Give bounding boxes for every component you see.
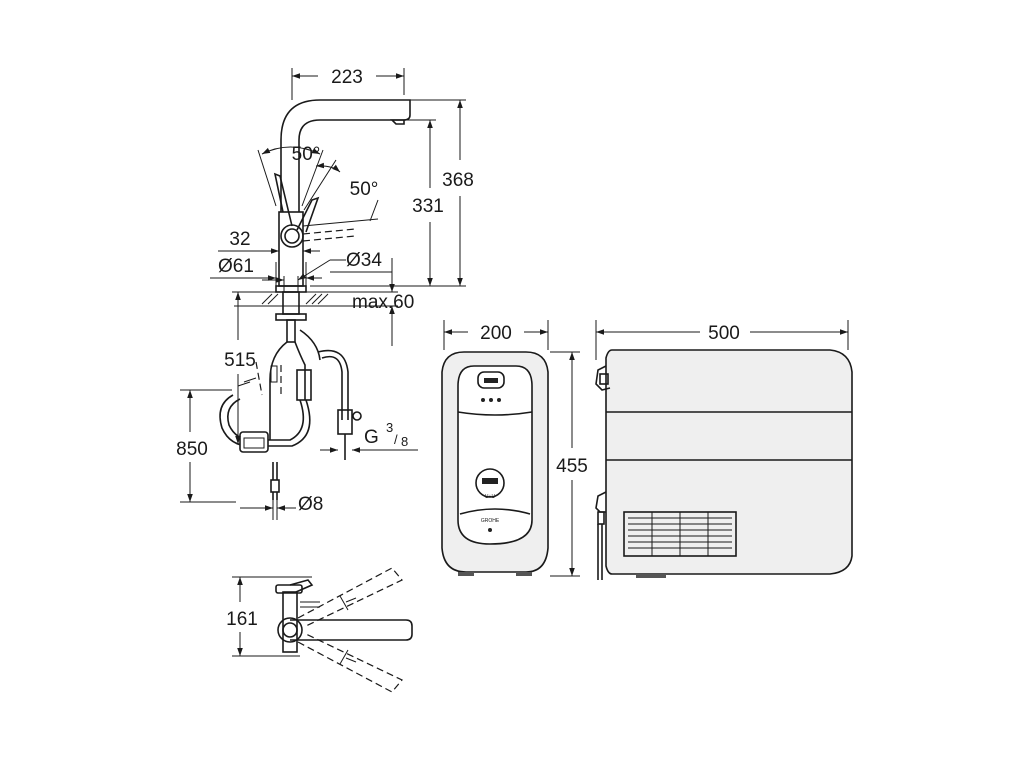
dim-8-label: Ø8 [298, 494, 323, 515]
dim-500-label: 500 [708, 323, 740, 344]
thread-slash: / [394, 432, 398, 447]
vent-grille [628, 512, 732, 556]
thread-numerator: 3 [386, 420, 393, 435]
dim-850: 850 [176, 389, 236, 503]
dim-mount-hole: Ø34 [262, 250, 392, 292]
faucet-side-view [219, 99, 411, 500]
dim-deck-thickness: max.60 [346, 258, 414, 346]
dim-850-label: 850 [176, 439, 208, 460]
boiler-brand-text: GROHE [481, 518, 500, 524]
dim-spout-reach: 223 [291, 67, 405, 100]
dim-connection-thread: G 3 / 8 [320, 420, 418, 453]
dim-lever-offset: 32 [218, 229, 320, 254]
angle-top-label: 50° [292, 144, 321, 165]
dim-455-label: 455 [556, 456, 588, 477]
dim-swivel-top: 50° [257, 144, 324, 207]
dim-base-diameter: Ø61 [210, 256, 322, 286]
dim-161-label: 161 [226, 609, 258, 630]
dim-heights: 368 331 [310, 99, 474, 287]
dim-34-label: Ø34 [346, 250, 382, 271]
dim-368-label: 368 [442, 170, 474, 191]
dim-61-label: Ø61 [218, 256, 254, 277]
dim-swivel-side: 50° [303, 159, 379, 211]
dim-223-label: 223 [331, 67, 363, 88]
angle-side-label: 50° [350, 179, 379, 200]
dim-200-label: 200 [480, 323, 512, 344]
dim-32-label: 32 [229, 229, 250, 250]
dim-331-label: 331 [412, 196, 444, 217]
dim-515-label: 515 [224, 350, 256, 371]
faucet-top-view: 161 [226, 567, 413, 693]
deck-hatch [234, 291, 346, 307]
boiler-side-view: 500 [595, 320, 853, 580]
dim-outlet: Ø8 [240, 494, 323, 520]
svg-text:U+U: U+U [485, 494, 496, 500]
dim-max60-label: max.60 [352, 292, 414, 313]
thread-denominator: 8 [401, 434, 408, 449]
thread-g-label: G [364, 427, 379, 448]
dim-515: 515 [224, 291, 262, 444]
boiler-front-view: 200 U+U GROHE 455 [441, 320, 588, 577]
